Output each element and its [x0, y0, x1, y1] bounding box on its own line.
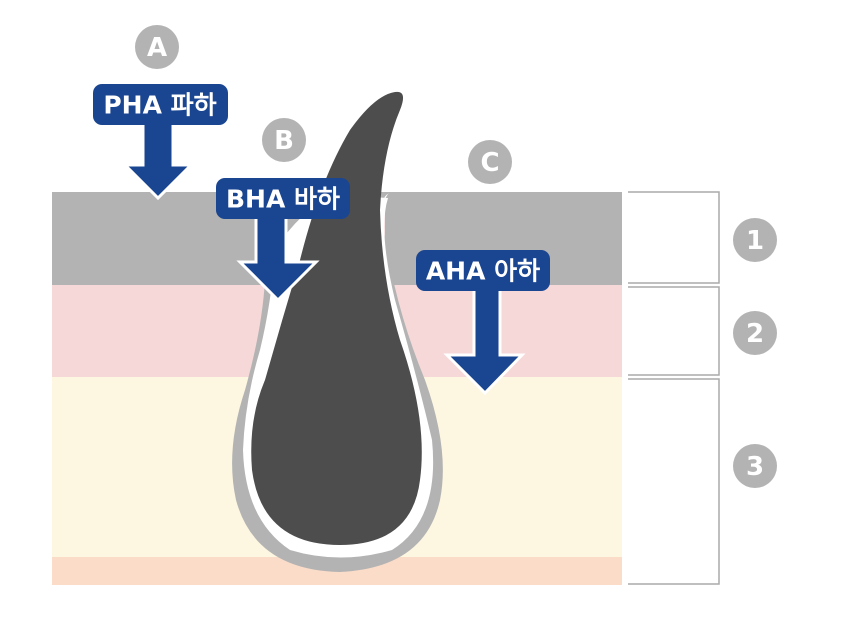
layer-marker-2: [733, 311, 777, 355]
bha-arrow-icon: [236, 212, 320, 303]
pha-label: PHA 파하: [103, 91, 216, 120]
marker-a: [135, 25, 179, 69]
layer-marker-3: [733, 444, 777, 488]
pha-arrow-icon: [121, 118, 195, 201]
pha-label-box: [93, 84, 228, 125]
marker-c: [468, 140, 512, 184]
aha-label-box: [416, 250, 550, 291]
aha-label: AHA 아하: [426, 257, 540, 286]
bha-label: BHA 바하: [226, 185, 340, 214]
layer-brackets: [628, 191, 720, 585]
hair-shaft: [251, 91, 422, 546]
marker-b-label: B: [274, 126, 294, 156]
marker-b: [262, 118, 306, 162]
layer-3-label: 3: [746, 452, 764, 482]
layer-1-label: 1: [746, 226, 764, 256]
layer-marker-1: [733, 218, 777, 262]
bha-label-box: [216, 178, 350, 219]
layer-2-label: 2: [746, 319, 764, 349]
marker-a-label: A: [147, 33, 167, 63]
marker-c-label: C: [480, 148, 499, 178]
aha-arrow-icon: [443, 284, 526, 396]
